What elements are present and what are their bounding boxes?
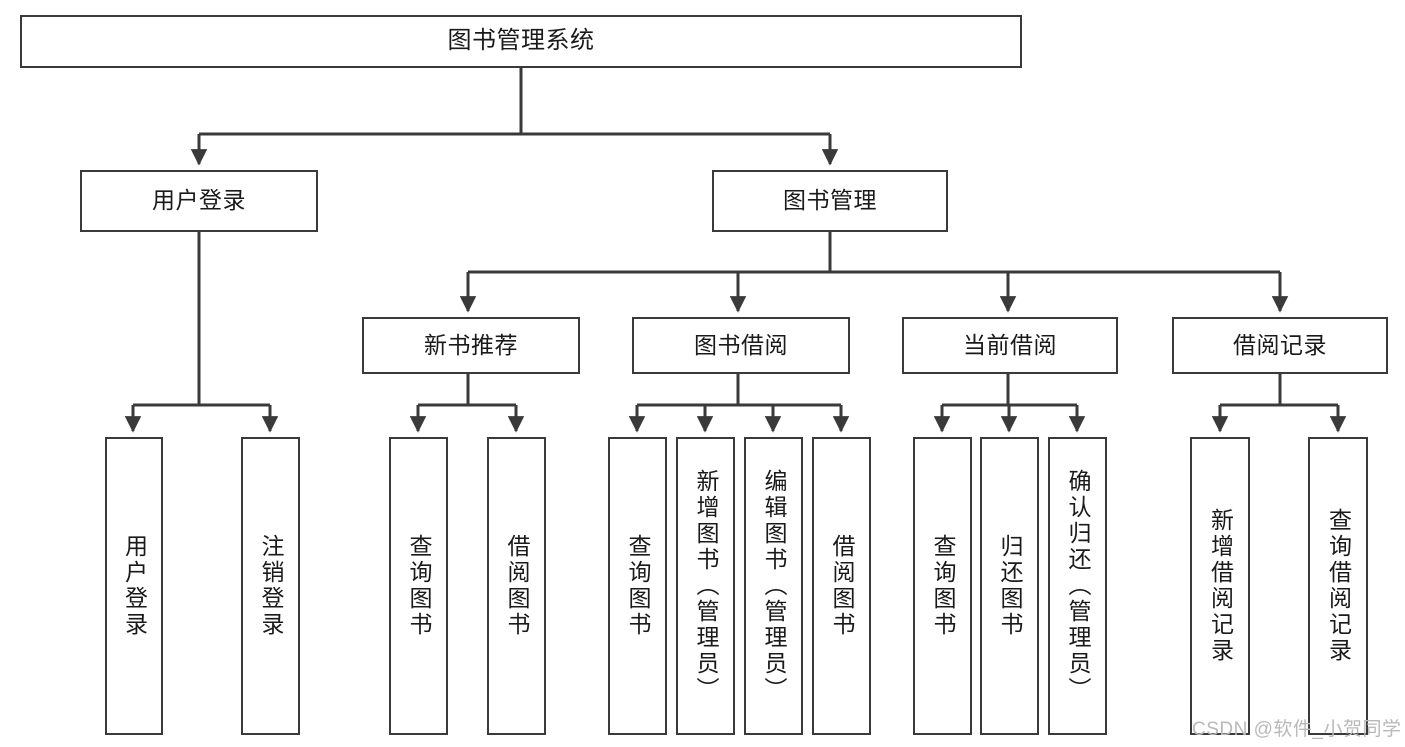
node-label: 编辑图书（管理员） — [761, 469, 787, 703]
node-label: 新增图书（管理员） — [693, 469, 719, 703]
node-label: 注销登录 — [258, 534, 284, 638]
node-label: 新书推荐 — [424, 331, 518, 358]
node-root-book-management-system[interactable]: 图书管理系统 — [20, 15, 1022, 68]
node-label: 用户登录 — [152, 187, 246, 214]
connector-root-to-level2 — [190, 68, 839, 166]
csdn-watermark: CSDN @软件_小贺同学 — [1192, 719, 1402, 740]
node-current-borrow[interactable]: 当前借阅 — [902, 317, 1118, 374]
connector-bookborrow-to-leaves — [628, 374, 850, 433]
node-label: 确认归还（管理员） — [1065, 469, 1091, 703]
leaf-user-login[interactable]: 用户登录 — [105, 437, 163, 735]
node-book-borrow[interactable]: 图书借阅 — [632, 317, 850, 374]
node-label: 新增借阅记录 — [1207, 508, 1234, 664]
node-user-login[interactable]: 用户登录 — [80, 170, 318, 232]
node-label: 借阅图书 — [504, 534, 530, 638]
node-label: 归还图书 — [997, 534, 1023, 638]
leaf-query-book-borrow[interactable]: 查询图书 — [608, 437, 667, 735]
connector-newbook-to-leaves — [409, 374, 525, 433]
node-borrow-record[interactable]: 借阅记录 — [1172, 317, 1388, 374]
leaf-return-book[interactable]: 归还图书 — [980, 437, 1039, 735]
leaf-add-borrow-record[interactable]: 新增借阅记录 — [1190, 437, 1250, 735]
node-label: 借阅图书 — [829, 534, 855, 638]
leaf-query-book-new-recommend[interactable]: 查询图书 — [389, 437, 448, 735]
connector-bookmgmt-to-level3 — [459, 232, 1289, 313]
leaf-user-logout[interactable]: 注销登录 — [241, 437, 300, 735]
connector-borrowrecord-to-leaves — [1211, 374, 1347, 433]
leaf-borrow-book-borrow[interactable]: 借阅图书 — [812, 437, 871, 735]
node-label: 当前借阅 — [963, 331, 1057, 358]
leaf-query-borrow-record[interactable]: 查询借阅记录 — [1308, 437, 1368, 735]
leaf-query-book-current[interactable]: 查询图书 — [913, 437, 972, 735]
leaf-borrow-book-new-recommend[interactable]: 借阅图书 — [487, 437, 546, 735]
leaf-add-book-admin[interactable]: 新增图书（管理员） — [676, 437, 735, 735]
connector-currentborrow-to-leaves — [933, 374, 1086, 433]
connector-userlogin-to-leaves — [124, 232, 279, 433]
leaf-edit-book-admin[interactable]: 编辑图书（管理员） — [744, 437, 803, 735]
node-label: 查询图书 — [625, 534, 651, 638]
node-label: 用户登录 — [121, 534, 148, 638]
node-label: 查询图书 — [406, 534, 432, 638]
node-label: 图书借阅 — [694, 331, 788, 358]
node-book-management[interactable]: 图书管理 — [712, 170, 948, 232]
node-label: 借阅记录 — [1233, 331, 1327, 358]
node-label: 查询图书 — [930, 534, 956, 638]
node-label: 查询借阅记录 — [1325, 508, 1352, 664]
node-label: 图书管理 — [783, 187, 877, 214]
leaf-confirm-return-admin[interactable]: 确认归还（管理员） — [1048, 437, 1107, 735]
node-label: 图书管理系统 — [447, 27, 595, 55]
node-new-book-recommend[interactable]: 新书推荐 — [362, 317, 580, 374]
